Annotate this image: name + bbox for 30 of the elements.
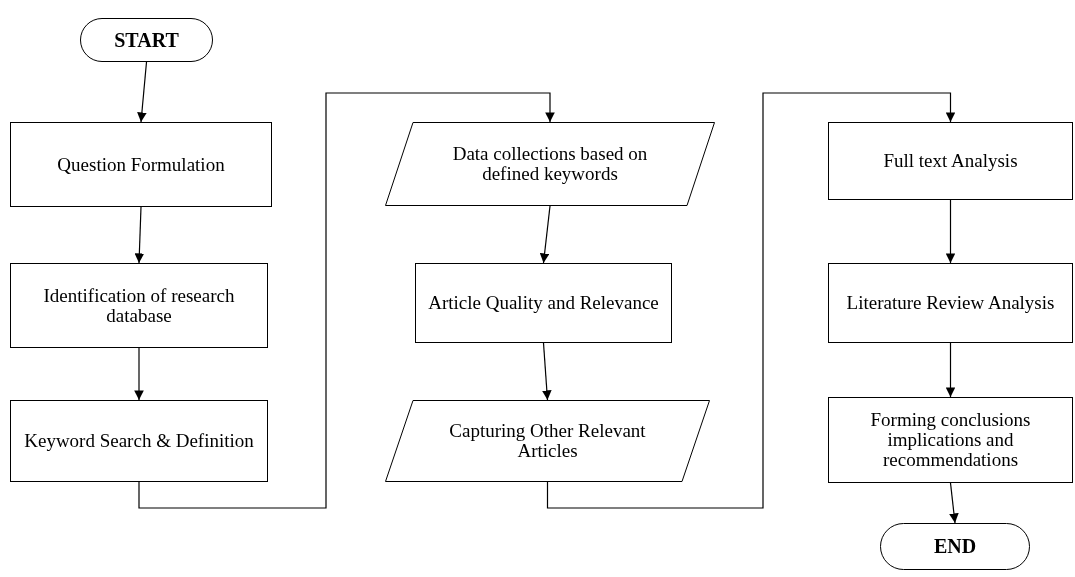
process-box (828, 122, 1073, 200)
arrow (546, 92, 956, 509)
node-label: Data collections based on defined keywords (451, 144, 649, 184)
node-label: START (113, 29, 180, 51)
node-label: Literature Review Analysis (845, 293, 1056, 313)
node-label: Capturing Other Relevant Articles (448, 421, 647, 461)
arrow (134, 206, 145, 264)
process-box (828, 263, 1073, 343)
process-box (10, 400, 268, 482)
process-box (10, 122, 272, 207)
process-box (828, 397, 1073, 483)
node-label: Forming conclusions implications and recommendations (869, 410, 1032, 470)
node-label: END (932, 536, 978, 557)
arrow (134, 347, 144, 401)
process-box (415, 263, 672, 343)
arrow (137, 61, 148, 123)
node-label: Identification of research database (42, 285, 236, 326)
arrow (945, 342, 956, 398)
process-box (10, 263, 268, 348)
arrow (945, 199, 956, 264)
node-label: Full text Analysis (882, 151, 1019, 171)
arrow (138, 92, 555, 509)
arrow (542, 342, 552, 401)
data-parallelogram (385, 122, 715, 206)
data-parallelogram (385, 400, 710, 482)
node-label: Keyword Search & Definition (23, 431, 255, 451)
node-label: Question Formulation (56, 154, 226, 175)
arrow (949, 482, 959, 524)
arrow (539, 205, 551, 264)
node-label: Article Quality and Relevance (427, 293, 660, 313)
